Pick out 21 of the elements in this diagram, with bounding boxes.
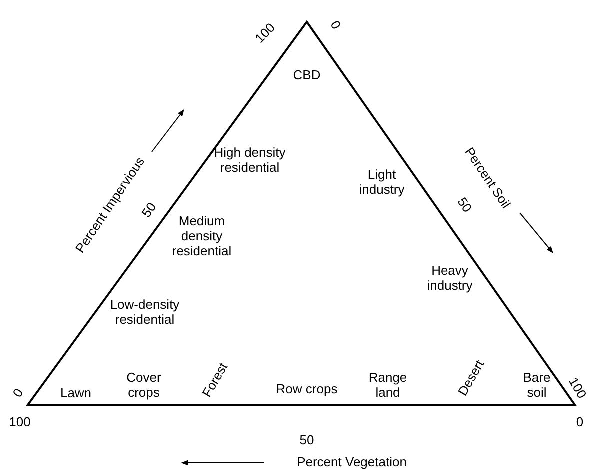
- region-label: High density residential: [213, 145, 287, 175]
- region-label: Row crops: [276, 382, 338, 396]
- axis-tick-label: 50: [454, 194, 476, 216]
- region-label: Light industry: [358, 167, 406, 197]
- region-label: Range land: [368, 370, 408, 400]
- axis-tick-label: 100: [252, 20, 278, 46]
- axis-tick-label: 0: [328, 18, 344, 32]
- region-label: Cover crops: [126, 370, 162, 400]
- region-label: CBD: [293, 68, 321, 82]
- axis-tick-label: 0: [10, 386, 26, 400]
- axis-tick-label: 50: [300, 432, 314, 448]
- axis-tick-label: 50: [138, 200, 160, 220]
- region-label: Medium density residential: [171, 214, 233, 258]
- axis-tick-label: 100: [566, 374, 590, 402]
- region-label: Low-density residential: [109, 297, 181, 327]
- region-label: Heavy industry: [426, 263, 474, 293]
- axis-tick-label: 0: [576, 414, 584, 430]
- region-label: Lawn: [60, 386, 92, 400]
- axis-title: Percent Vegetation: [297, 454, 407, 469]
- axis-tick-label: 100: [9, 414, 31, 430]
- region-label: Bare soil: [522, 370, 552, 400]
